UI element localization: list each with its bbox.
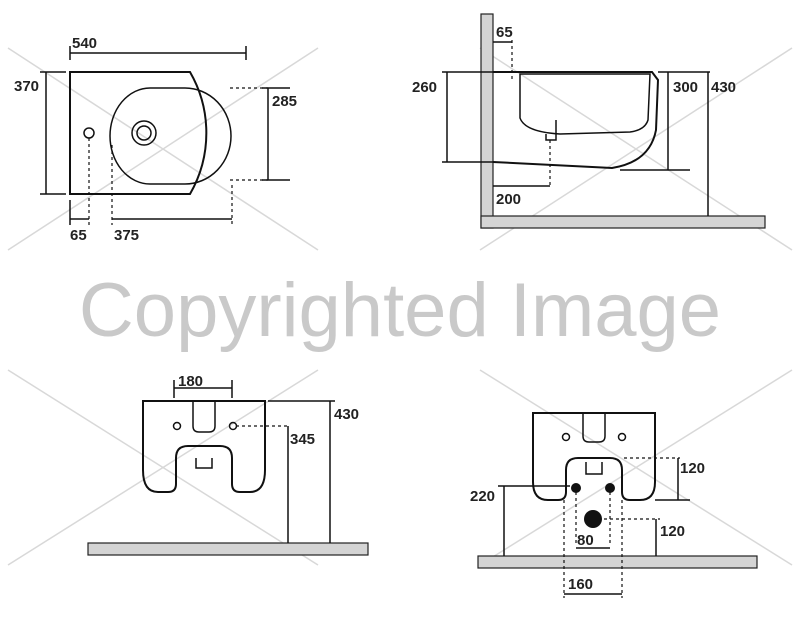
floor	[87, 542, 369, 556]
fixing-hole-icon	[561, 432, 571, 442]
front-fixing-centres-label: 180	[178, 373, 203, 390]
rear-waste-height-label: 120	[680, 460, 705, 477]
rear-inlet-height-label: 120	[660, 523, 685, 540]
side-waste-projection-label: 200	[496, 191, 521, 208]
supply-connection-icon	[571, 483, 581, 493]
side-rim-height-label: 430	[711, 79, 736, 96]
top-view: 540 370 285 65 375	[14, 35, 297, 244]
rear-centres-label: 160	[568, 576, 593, 593]
front-view: 180 430 345	[87, 373, 369, 556]
top-hole-offset-label: 65	[70, 227, 87, 244]
fixing-hole-icon	[172, 421, 182, 431]
floor	[477, 555, 758, 569]
side-fixing-height-label: 260	[412, 79, 437, 96]
side-view: 65 260 300 430 200	[412, 13, 766, 229]
waste-connection-icon	[584, 510, 602, 528]
top-width-label: 540	[72, 35, 97, 52]
side-bowl-depth-label: 300	[673, 79, 698, 96]
rear-view: 120 220 80 120 160	[470, 412, 758, 598]
supply-connection-icon	[605, 483, 615, 493]
rear-supply-height-label: 220	[470, 488, 495, 505]
top-bowl-label: 285	[272, 93, 297, 110]
watermark-text: Copyrighted Image	[79, 268, 721, 353]
rear-waste-width-label: 80	[577, 532, 594, 549]
wall	[480, 13, 494, 229]
front-rim-height-label: 430	[334, 406, 359, 423]
fixing-hole-icon	[617, 432, 627, 442]
top-depth-label: 370	[14, 78, 39, 95]
waste-outlet-icon	[131, 120, 157, 146]
tap-hole-icon	[83, 127, 95, 139]
floor	[480, 215, 766, 229]
front-fixing-height-label: 345	[290, 431, 315, 448]
side-rim-setback-label: 65	[496, 24, 513, 41]
top-bowl-length-label: 375	[114, 227, 139, 244]
